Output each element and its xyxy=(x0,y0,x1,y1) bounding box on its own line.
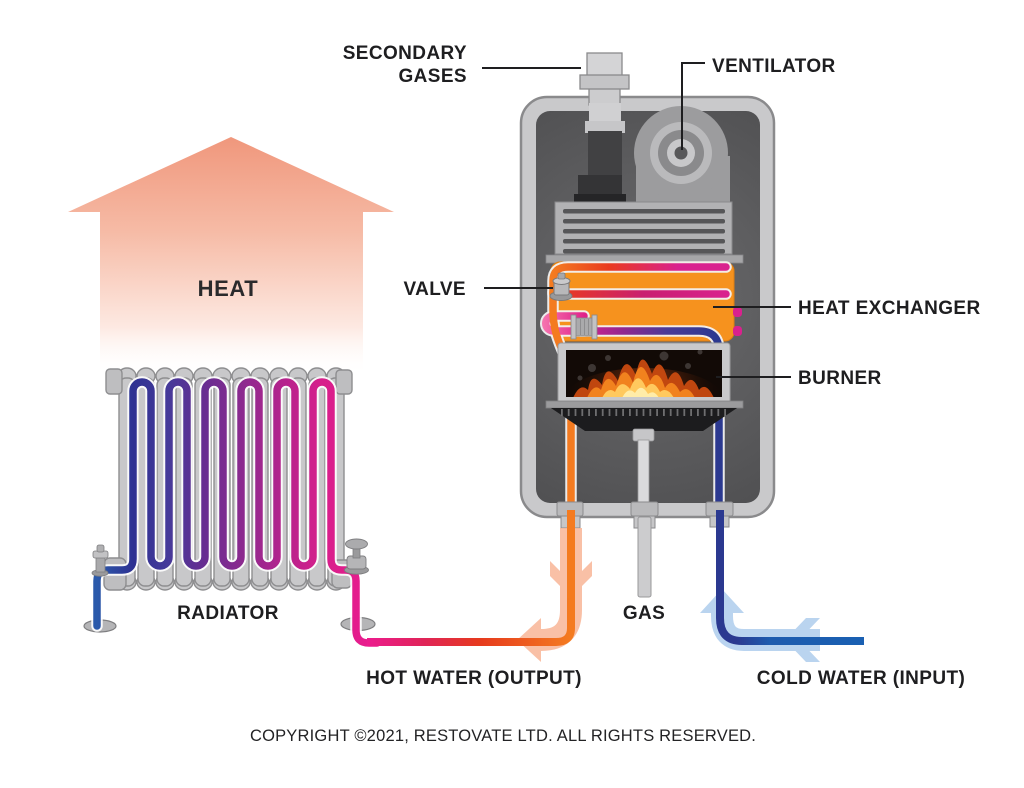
heat-label: HEAT xyxy=(198,276,259,301)
radiator-serpentine-pipe xyxy=(93,378,381,647)
gas-label: GAS xyxy=(623,603,665,624)
cold-water-label: COLD WATER (INPUT) xyxy=(757,668,965,689)
external-pipes xyxy=(367,510,864,646)
leader-lines xyxy=(482,62,791,378)
vent-grille xyxy=(545,201,744,264)
gas-pipe xyxy=(637,516,652,598)
labels: SECONDARY GASES VENTILATOR VALVE HEAT EX… xyxy=(250,43,981,745)
radiator-endcap-left xyxy=(105,368,123,395)
secondary-gases-label-line2: GASES xyxy=(398,66,467,87)
boiler xyxy=(519,52,776,529)
hot-water-label: HOT WATER (OUTPUT) xyxy=(366,668,582,689)
heat-arrow-shape xyxy=(68,137,394,371)
exchanger-nub-top xyxy=(733,307,742,317)
radiator-valve-left xyxy=(91,544,109,577)
radiator-endcap-right xyxy=(335,369,353,395)
ventilator-label: VENTILATOR xyxy=(712,56,836,77)
heat-arrow: HEAT xyxy=(68,137,394,371)
hot-water-pipe-horizontal xyxy=(367,598,575,646)
cold-water-pipe-in xyxy=(716,510,864,645)
burner xyxy=(545,342,744,431)
heat-exchanger-label: HEAT EXCHANGER xyxy=(798,298,981,319)
copyright-text: COPYRIGHT ©2021, RESTOVATE LTD. ALL RIGH… xyxy=(250,727,756,745)
burner-tray-rail xyxy=(545,400,744,409)
radiator-valve-right xyxy=(344,538,369,575)
radiator-label: RADIATOR xyxy=(177,603,279,624)
exchanger-nub-bottom xyxy=(733,326,742,336)
burner-label: BURNER xyxy=(798,368,882,389)
ventilator-fan xyxy=(634,106,730,202)
valve-label: VALVE xyxy=(403,279,466,300)
leader-ventilator xyxy=(681,62,705,150)
secondary-gases-label-line1: SECONDARY xyxy=(343,43,467,64)
pipe-coupler xyxy=(570,314,598,340)
radiator: RADIATOR xyxy=(83,367,383,649)
valve xyxy=(549,272,573,301)
flames xyxy=(566,350,722,397)
